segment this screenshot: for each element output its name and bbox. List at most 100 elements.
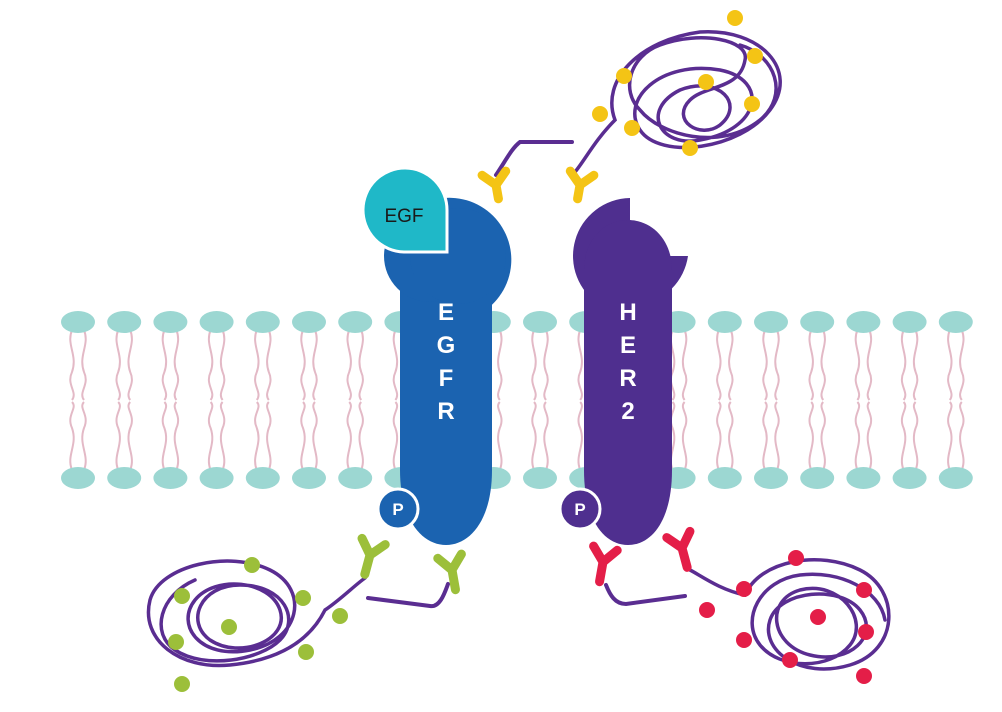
payload-dot-icon xyxy=(810,609,826,625)
egfr-receptor: EGFR xyxy=(384,197,512,545)
lipid-tail xyxy=(173,329,180,401)
lipid-tail xyxy=(762,401,768,471)
payload-dot-icon xyxy=(856,582,872,598)
lipid-head xyxy=(846,311,881,333)
lipid-tail xyxy=(358,401,364,471)
lipid-tail xyxy=(254,329,260,401)
lipid-tail xyxy=(392,329,399,401)
lipid-molecule xyxy=(245,311,280,489)
lipid-molecule xyxy=(800,311,835,489)
antibody-drug-conjugate-top xyxy=(477,10,782,204)
y-antibody-icon xyxy=(357,533,390,579)
payload-dot-icon xyxy=(858,624,874,640)
lipid-head xyxy=(153,467,188,489)
lipid-molecule xyxy=(338,311,373,489)
lipid-tail xyxy=(774,401,780,471)
lipid-head xyxy=(892,311,927,333)
egf-ligand: EGF xyxy=(361,166,449,254)
lipid-head xyxy=(800,467,835,489)
lipid-tail xyxy=(312,401,318,471)
receptor-label-egfr: EGFR xyxy=(433,299,460,431)
lipid-tail xyxy=(543,401,549,471)
payload-dot-icon xyxy=(221,619,237,635)
her2-body xyxy=(584,220,672,545)
lipid-tail xyxy=(947,401,953,471)
lipid-tail xyxy=(681,401,688,471)
lipid-tail xyxy=(866,329,873,401)
lipid-molecule xyxy=(707,311,742,489)
y-antibody-icon xyxy=(662,526,695,572)
lipid-tail xyxy=(207,401,214,471)
lipid-tail xyxy=(531,401,537,471)
payload-dot-icon xyxy=(616,68,632,84)
receptor-label-her2: HER2 xyxy=(615,299,642,431)
y-antibody-icon xyxy=(433,549,466,595)
y-antibody-icon xyxy=(477,166,511,204)
payload-dot-icon xyxy=(174,588,190,604)
lipid-head xyxy=(107,467,142,489)
lipid-tail xyxy=(115,329,121,401)
lipid-head xyxy=(846,467,881,489)
linker-chain-top xyxy=(494,140,574,177)
lipid-tail xyxy=(959,401,965,471)
lipid-molecule xyxy=(61,311,95,489)
lipid-head xyxy=(199,311,234,333)
phospho-group-left: P xyxy=(376,487,420,531)
lipid-tail xyxy=(81,329,87,401)
lipid-tail xyxy=(115,401,121,471)
lipid-head xyxy=(938,467,973,489)
lipid-tail xyxy=(346,401,352,471)
payload-dot-icon xyxy=(782,652,798,668)
lipid-tail xyxy=(161,329,168,401)
antibody-drug-conjugate-left xyxy=(146,533,466,692)
lipid-tail xyxy=(820,401,826,471)
lipid-tail xyxy=(900,329,907,401)
lipid-head xyxy=(523,311,557,333)
payload-dots-yellow xyxy=(592,10,763,156)
lipid-tail xyxy=(912,329,919,401)
lipid-tail xyxy=(531,329,537,401)
lipid-bilayer-membrane xyxy=(61,311,973,489)
lipid-tail xyxy=(808,401,814,471)
lipid-molecule xyxy=(754,311,788,489)
lipid-tail xyxy=(219,401,226,471)
payload-dot-icon xyxy=(244,557,260,573)
lipid-tail xyxy=(69,329,75,401)
lipid-tail xyxy=(300,329,306,401)
payload-dot-icon xyxy=(747,48,763,64)
her2-receptor: HER2 xyxy=(573,198,688,545)
lipid-tail xyxy=(820,329,826,401)
lipid-head xyxy=(892,467,927,489)
lipid-tail xyxy=(358,329,364,401)
lipid-molecule xyxy=(938,311,973,489)
lipid-head xyxy=(754,467,788,489)
payload-dot-icon xyxy=(698,74,714,90)
egf-label: EGF xyxy=(384,206,423,227)
lipid-tail xyxy=(959,329,965,401)
egf-ligand-shape xyxy=(361,166,449,254)
lipid-head xyxy=(338,467,373,489)
lipid-molecule xyxy=(292,311,326,489)
lipid-tail xyxy=(219,329,226,401)
payload-dot-icon xyxy=(682,140,698,156)
y-antibody-icon xyxy=(565,166,599,204)
lipid-head xyxy=(61,467,95,489)
lipid-head xyxy=(800,311,835,333)
payload-dot-icon xyxy=(295,590,311,606)
lipid-tail xyxy=(716,401,722,471)
lipid-tail xyxy=(947,329,953,401)
lipid-tail xyxy=(173,401,180,471)
payload-dot-icon xyxy=(168,634,184,650)
lipid-tail xyxy=(161,401,168,471)
lipid-tail xyxy=(577,329,583,401)
lipid-head xyxy=(245,311,280,333)
lipid-molecule xyxy=(199,311,234,489)
lipid-tail xyxy=(912,401,919,471)
lipid-tail xyxy=(728,329,734,401)
lipid-tail xyxy=(866,401,873,471)
lipid-tail xyxy=(300,401,306,471)
payload-dots-red xyxy=(699,550,874,684)
payload-dot-icon xyxy=(856,668,872,684)
payload-dot-icon xyxy=(298,644,314,660)
